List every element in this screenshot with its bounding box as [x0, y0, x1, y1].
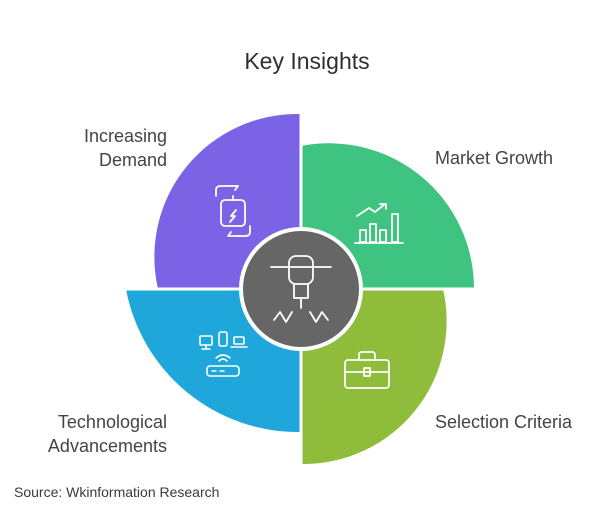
- jackhammer-icon: [270, 255, 332, 323]
- growth-chart-icon: [354, 203, 404, 244]
- label-market-growth: Market Growth: [435, 148, 554, 168]
- briefcase-icon: [344, 351, 390, 389]
- devices-network-icon: [199, 331, 248, 377]
- center-circle: [239, 227, 363, 351]
- source-note: Source: Wkinformation Research: [14, 484, 220, 500]
- battery-cycle-icon: [215, 185, 251, 237]
- label-selection-criteria: Selection Criteria: [435, 412, 573, 432]
- diagram-title: Key Insights: [244, 48, 370, 74]
